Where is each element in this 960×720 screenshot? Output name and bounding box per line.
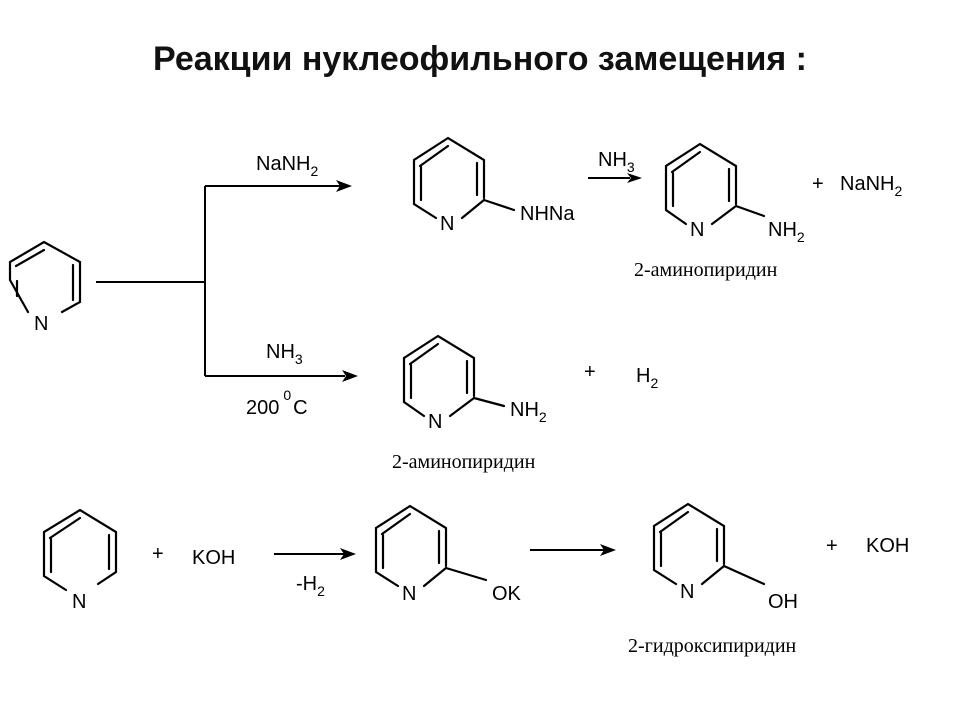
svg-text:NH3: NH3 <box>598 149 635 175</box>
svg-text:KOH: KOH <box>866 535 909 557</box>
amino-group: NH <box>510 399 539 421</box>
arrow-minus-h2: -H2 <box>274 548 356 599</box>
ok-group: OK <box>492 583 522 605</box>
aminopyridine-middle: N NH2 <box>402 334 547 433</box>
reagent-nanh2: NaNH2 <box>256 153 318 179</box>
svg-text:+: + <box>584 361 596 383</box>
nitrogen-atom: N <box>72 591 86 613</box>
caption-aminopyridine-middle: 2-аминопиридин <box>392 451 536 473</box>
caption-aminopyridine-top: 2-аминопиридин <box>634 259 778 281</box>
svg-text:NH2: NH2 <box>768 219 805 245</box>
svg-text:NaNH2: NaNH2 <box>256 153 318 179</box>
arrow-head-top <box>336 180 352 192</box>
svg-text:NaNH2: NaNH2 <box>840 173 902 199</box>
plus-sign: + <box>152 543 164 565</box>
byproduct-h2: + H2 <box>584 361 658 391</box>
nitrogen-atom: N <box>402 583 416 605</box>
amino-group: NH <box>768 219 797 241</box>
pyridine-bottom: N <box>42 508 118 613</box>
svg-text:-H2: -H2 <box>296 573 325 599</box>
svg-text:+: + <box>826 535 838 557</box>
arrow-head-bottom <box>342 370 358 382</box>
nitrogen-atom: N <box>690 219 704 241</box>
nitrogen-atom: N <box>680 581 694 603</box>
reagent-koh: KOH <box>192 547 235 569</box>
svg-text:NH2: NH2 <box>510 399 547 425</box>
nhna-group: NHNa <box>520 203 575 225</box>
hydroxypyridine: N OH <box>652 502 798 613</box>
byproduct-nanh2: + NaNH2 <box>812 173 902 199</box>
branch-lines <box>96 180 358 382</box>
sodium-aminopyridine: N NHNa <box>412 136 575 235</box>
nitrogen-atom: N <box>34 313 48 335</box>
nitrogen-atom: N <box>428 411 442 433</box>
slide-title: Реакции нуклеофильного замещения : <box>153 40 807 78</box>
svg-text:+: + <box>812 173 824 195</box>
svg-text:2000C: 2000C <box>246 387 308 419</box>
caption-hydroxypyridine: 2-гидроксипиридин <box>628 635 797 657</box>
arrow-plain <box>530 544 616 556</box>
aminopyridine-top: N NH2 <box>664 142 805 245</box>
pyridine-start: N <box>8 240 82 335</box>
reagent-nh3-heat: NH3 2000C <box>246 341 308 419</box>
nitrogen-atom: N <box>440 213 454 235</box>
oh-group: OH <box>768 591 798 613</box>
svg-text:H2: H2 <box>636 365 658 391</box>
svg-text:NH3: NH3 <box>266 341 303 367</box>
arrow-nh3: NH3 <box>588 149 642 183</box>
byproduct-koh: + KOH <box>826 535 909 557</box>
potassium-pyridinolate: N OK <box>374 504 522 605</box>
